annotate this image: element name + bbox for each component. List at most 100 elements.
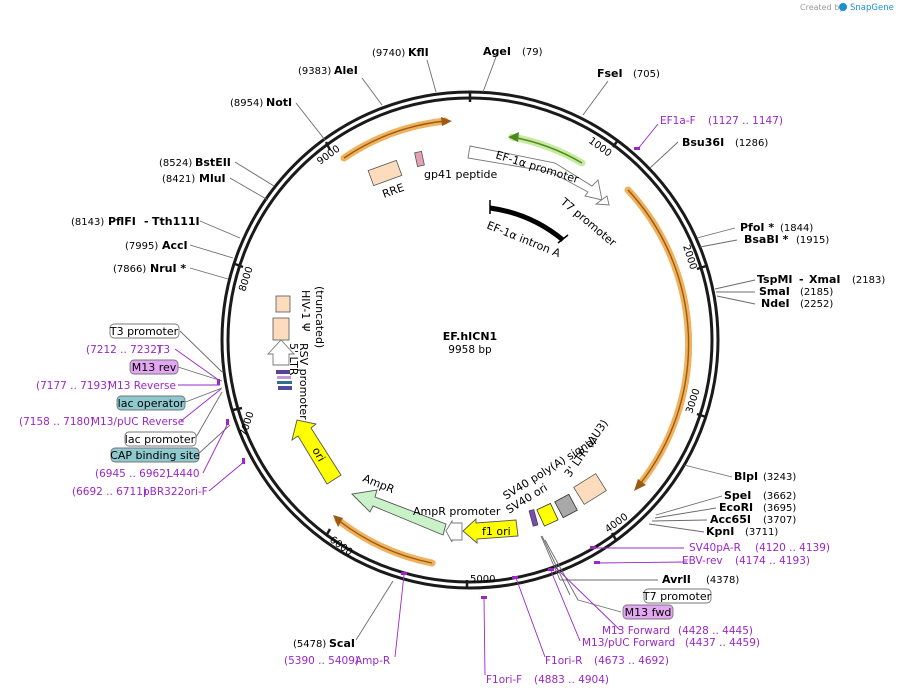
- t7-promoter-label: T7 promoter: [557, 195, 619, 250]
- enzyme-name-spei: SpeI: [724, 489, 751, 502]
- tick-9000: [324, 141, 332, 151]
- f1-ori-arrow: [462, 517, 519, 544]
- enzyme-pos-acc65i: (3707): [763, 515, 796, 526]
- enzyme-name-blpi: BlpI: [734, 470, 758, 483]
- tick-label-8000: 8000: [237, 265, 255, 293]
- enzyme-name-pflfi: PflFI: [108, 215, 136, 228]
- hiv1-psi-label: HIV-1 Ψ: [299, 290, 312, 332]
- primer-range-m13-forward: (4428 .. 4445): [678, 625, 753, 637]
- orf-arc-right: [624, 186, 693, 488]
- enzyme-name-ecori: EcoRI: [719, 501, 753, 514]
- ampr-promoter-arrow: [445, 519, 463, 543]
- enzyme-name-kpni: KpnI: [706, 525, 734, 538]
- orf-arc-top-line: [343, 120, 446, 159]
- green-arc-arrowhead: [508, 132, 519, 142]
- enzyme-pos-avrii: (4378): [706, 575, 739, 586]
- rsv-promoter-arrow: [266, 339, 296, 366]
- boxed-label-t3-promoter: T3 promoter: [109, 323, 180, 339]
- gp41-peptide-block: [414, 150, 425, 167]
- enzyme-pos-kpni: (3711): [745, 527, 778, 538]
- primer-name-m13-forward: M13 Forward: [602, 625, 670, 637]
- svg-text:T3 promoter: T3 promoter: [109, 325, 179, 338]
- primer-name-m13-puc-reverse: M13/pUC Reverse: [91, 416, 184, 428]
- primer-name-f1ori-r: F1ori-R: [545, 655, 582, 667]
- boxed-label-lac-operator: lac operator: [116, 395, 186, 411]
- svg-text:CAP binding site: CAP binding site: [110, 449, 200, 462]
- enzyme-pos-pflfi: (8143): [71, 217, 104, 228]
- sv40-grey-block: [554, 493, 578, 519]
- enzyme-name-xmai: XmaI: [809, 273, 840, 286]
- enzyme-pos-mlui: (8421): [162, 174, 195, 185]
- primer-marks: [217, 147, 640, 599]
- tick-label-2000: 2000: [680, 244, 698, 272]
- enzyme-name-nrui: NruI *: [150, 262, 186, 275]
- orf-arcs: [333, 117, 693, 567]
- ltr3-block: [573, 473, 607, 505]
- primer-range-t3: (7212 .. 7232): [86, 344, 161, 356]
- snapgene-logo-icon: [839, 3, 847, 11]
- enzyme-pos-blpi: (3243): [763, 472, 796, 483]
- enzyme-pos-smai: (2185): [800, 287, 833, 298]
- enzyme-sep-pflfi: -: [144, 215, 149, 228]
- hiv1-psi-block: [275, 295, 291, 313]
- primer-name-ef1a-f: EF1a-F: [660, 115, 696, 127]
- primer-range-sv40pa-r: (4120 .. 4139): [755, 542, 830, 554]
- enzyme-pos-noti: (8954): [230, 98, 263, 109]
- watermark-brand: SnapGene: [850, 3, 894, 13]
- gp41-peptide-label: gp41 peptide: [424, 168, 498, 181]
- svg-text:M13 rev: M13 rev: [132, 361, 177, 374]
- primer-name-m13-reverse: M13 Reverse: [108, 380, 176, 392]
- enzyme-pos-acci: (7995): [125, 241, 158, 252]
- enzyme-pos-ecori: (3695): [763, 503, 796, 514]
- tick-8000: [234, 262, 244, 269]
- tick-6000: [324, 528, 332, 537]
- svg-text:M13 fwd: M13 fwd: [625, 606, 672, 619]
- rsv-promoter-label: RSV promoter: [297, 343, 310, 420]
- primer-name-sv40pa-r: SV40pA-R: [689, 542, 741, 554]
- tick-7000: [232, 406, 243, 412]
- small-feature-3: [277, 381, 292, 384]
- enzyme-name-bsabi: BsaBI *: [744, 233, 789, 246]
- boxed-label-t7-promoter: T7 promoter: [642, 588, 712, 604]
- enzyme-name-noti: NotI: [266, 96, 292, 109]
- tick-3000: [696, 412, 707, 419]
- orf-arc-bottom-line: [337, 519, 433, 564]
- tick-2000: [696, 264, 707, 271]
- enzyme-name-scai: ScaI: [329, 637, 355, 650]
- plasmid-name: EF.hICN1: [443, 330, 497, 343]
- orf-arc-right-line: [627, 189, 690, 485]
- enzyme-pos-scai: (5478): [293, 639, 326, 650]
- ef1a-promoter-arrow: [467, 145, 603, 201]
- ori-arrow: [291, 419, 342, 485]
- enzyme-name-alei: AleI: [334, 64, 358, 77]
- enzyme-name-pfoi: PfoI *: [740, 221, 774, 234]
- enzyme-leader-lines: [177, 56, 756, 641]
- boxed-label-m13-fwd: M13 fwd: [622, 604, 674, 620]
- enzyme-pos-alei: (9383): [298, 66, 331, 77]
- tick-label-5000: 5000: [470, 574, 495, 585]
- plasmid-size: 9958 bp: [448, 344, 492, 356]
- ltr5-truncated-block: [272, 317, 290, 341]
- enzyme-pos-bsabi: (1915): [796, 235, 829, 246]
- primer-leader-lines: [174, 123, 688, 676]
- enzyme-pos-tspmi: (2183): [852, 275, 885, 286]
- enzyme-name-tth111i: Tth111I: [152, 215, 200, 228]
- enzyme-pos-agei: (79): [522, 47, 543, 58]
- enzyme-pos-spei: (3662): [763, 491, 796, 502]
- ef1a-intron-arc: [489, 205, 565, 242]
- boxed-label-lac-promoter: lac promoter: [124, 431, 197, 447]
- tick-marks: [232, 92, 707, 588]
- primer-range-ebv-rev: (4174 .. 4193): [735, 555, 810, 567]
- primer-range-f1ori-r: (4673 .. 4692): [594, 655, 669, 667]
- primer-range-pbr322ori-f: (6692 .. 6711): [72, 486, 147, 498]
- svg-text:lac operator: lac operator: [118, 397, 185, 410]
- tick-4000: [610, 532, 618, 541]
- ef1a-intron-label: EF-1α intron A: [485, 219, 563, 261]
- enzyme-name-mlui: MluI: [199, 172, 226, 185]
- ampr-promoter-label: AmpR promoter: [413, 505, 501, 518]
- primer-range-f1ori-f: (4883 .. 4904): [534, 674, 609, 686]
- sv40-ori-block: [536, 502, 559, 527]
- enzyme-name-tspmi: TspMI: [757, 273, 793, 286]
- small-feature-4: [278, 386, 292, 390]
- enzyme-pos-bsu36i: (1286): [735, 138, 768, 149]
